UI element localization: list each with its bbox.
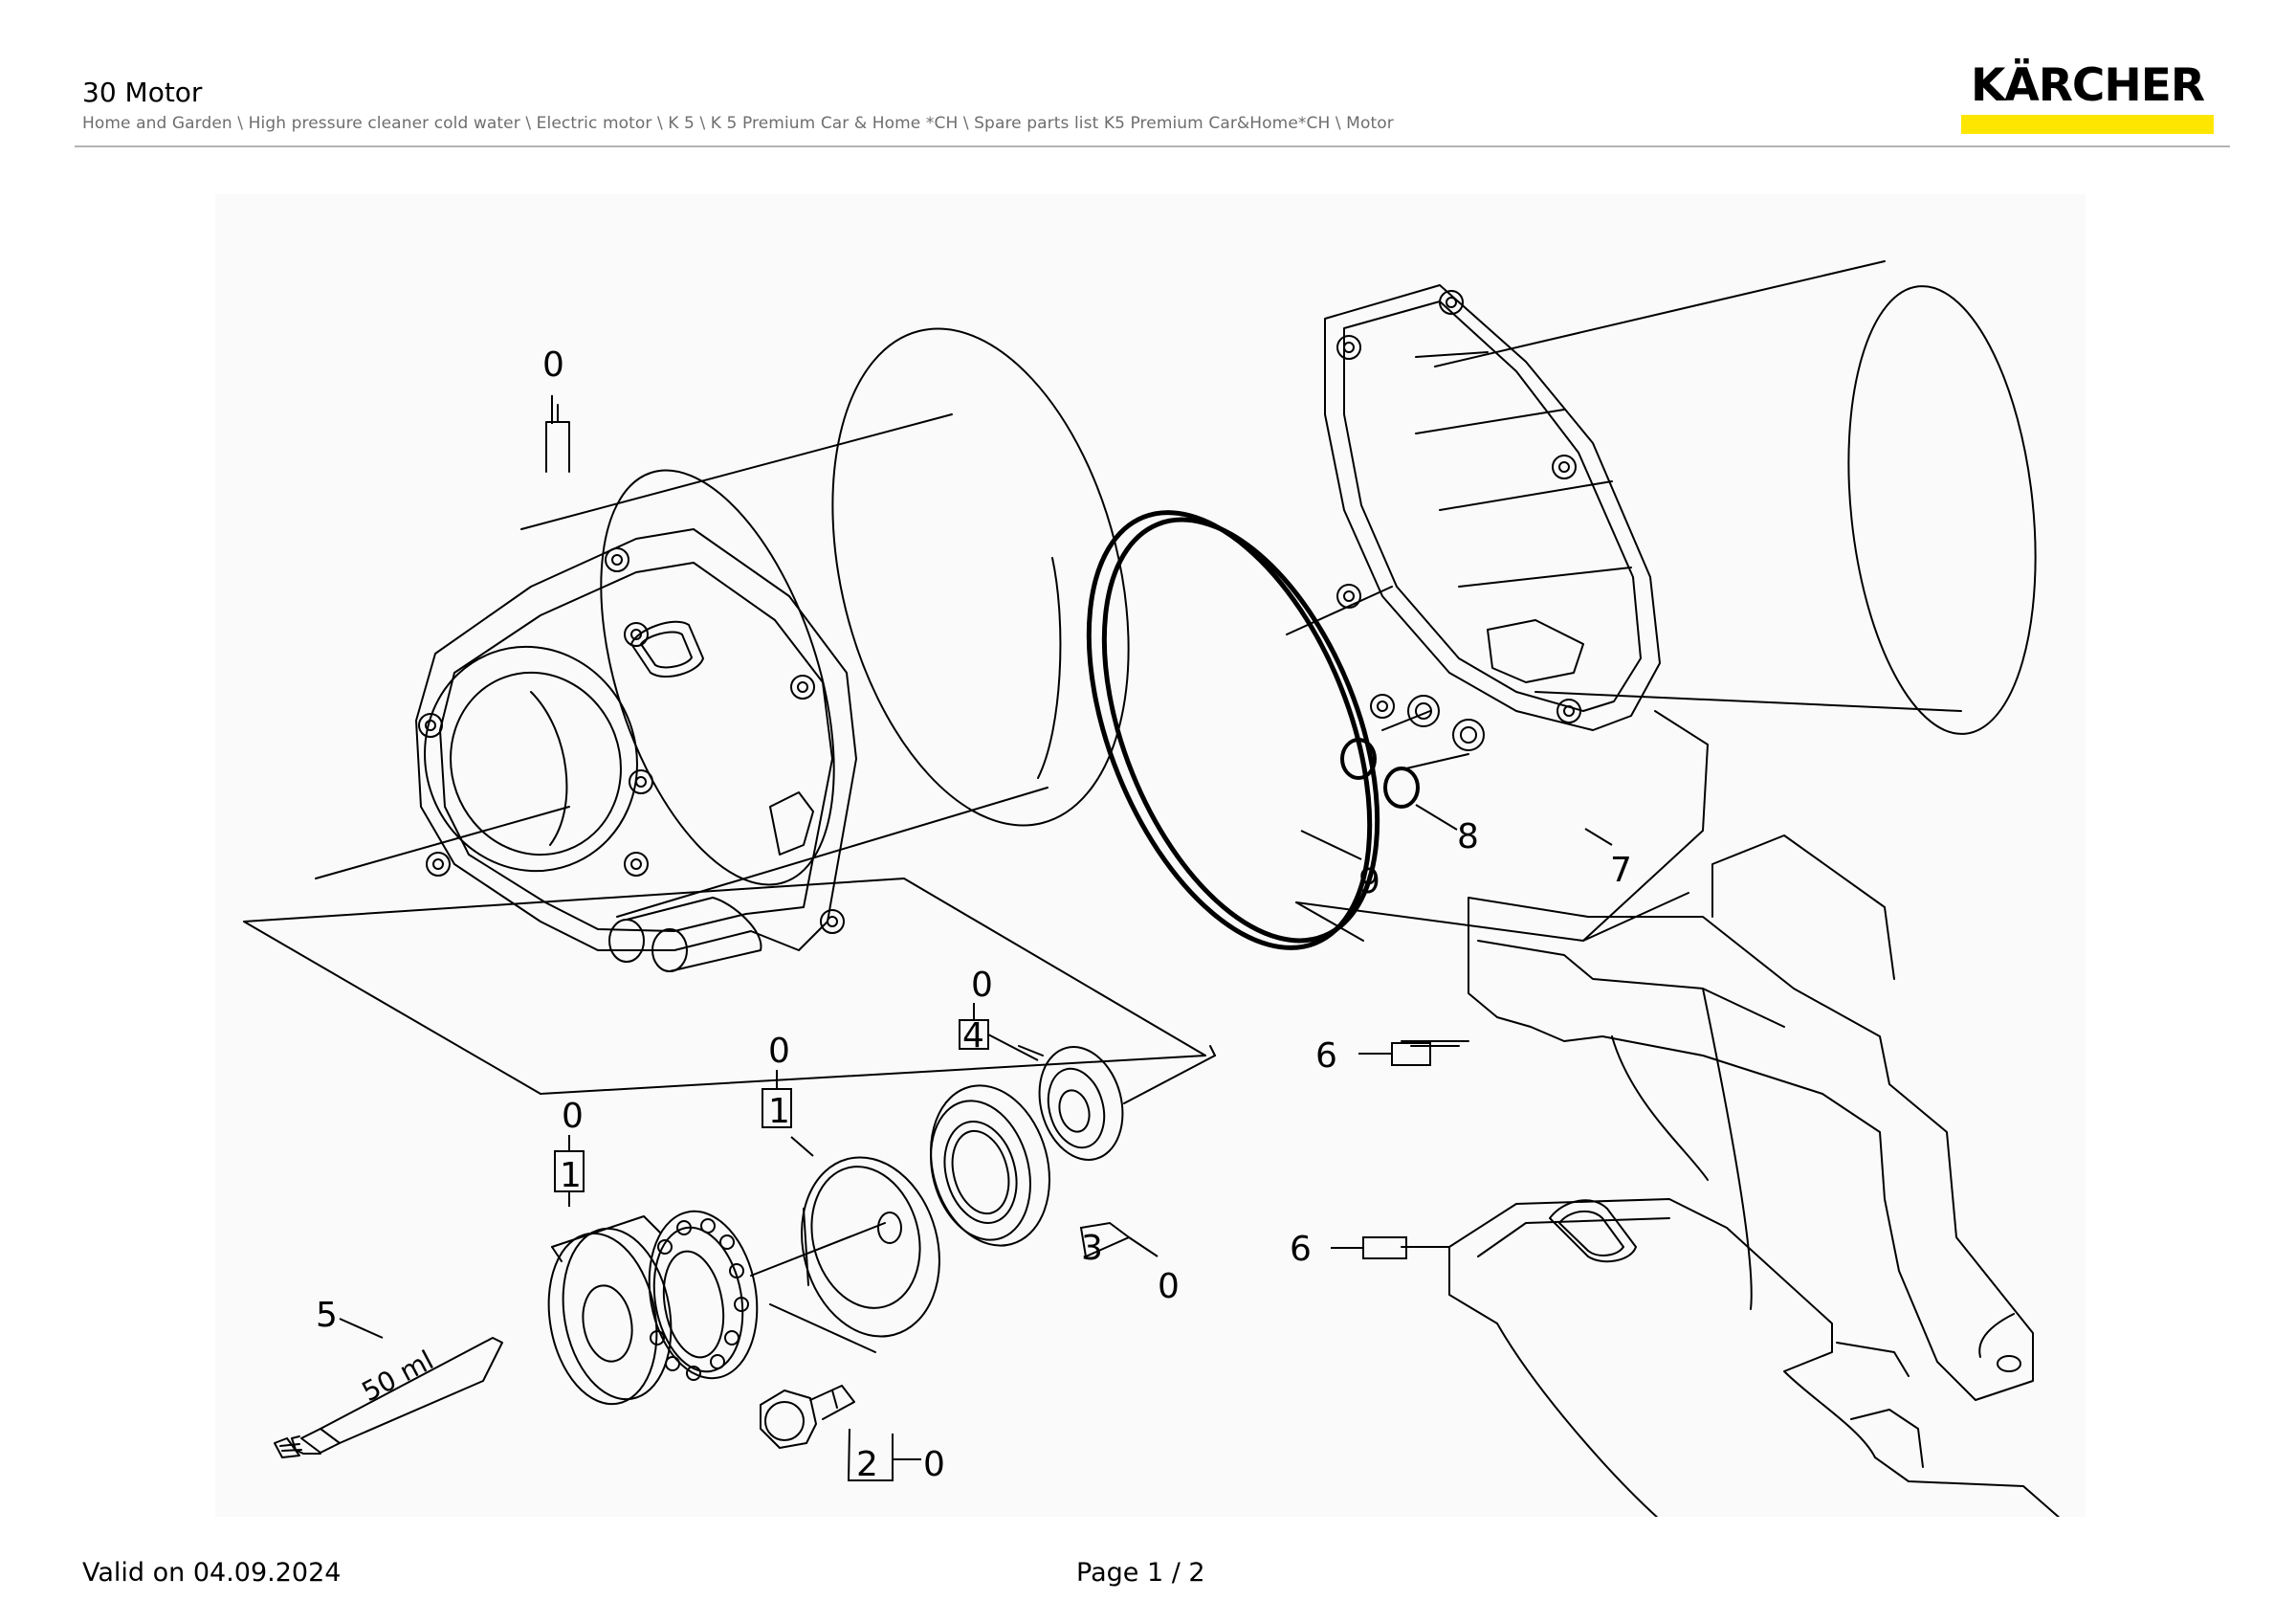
seal-ring <box>1086 510 1380 950</box>
motor-housing <box>315 327 1130 972</box>
exploded-parts-diagram: 50 ml <box>215 194 2086 1517</box>
callout-flange-left-index: 0 <box>562 1097 584 1136</box>
callout-seal-9: 9 <box>1358 862 1380 901</box>
callout-bearing-4-index: 0 <box>971 966 993 1005</box>
callout-bearing-3-index: 0 <box>1158 1267 1180 1306</box>
logo-text: KÄRCHER <box>1970 59 2205 112</box>
callout-oring-8: 8 <box>1457 817 1479 856</box>
callout-bearing-4: 4 <box>962 1016 984 1056</box>
o-ring-lower <box>1383 767 1420 809</box>
bearing-4 <box>1018 1045 1216 1161</box>
bearing-3 <box>930 1084 1050 1247</box>
breadcrumb: Home and Garden \ High pressure cleaner … <box>82 114 1394 133</box>
karcher-logo: KÄRCHER <box>1961 61 2214 136</box>
callout-screw-2-index: 0 <box>923 1445 945 1484</box>
assembly-frame-right <box>1295 710 1709 942</box>
header-divider <box>75 145 2230 147</box>
callout-motor-index: 0 <box>542 345 564 385</box>
callout-flange-left: 1 <box>560 1156 582 1195</box>
footer-page-number: Page 1 / 2 <box>1076 1558 1205 1588</box>
screw <box>760 1385 855 1449</box>
bearing-flange-right <box>750 1156 940 1353</box>
o-ring-upper <box>1340 738 1377 780</box>
callout-flange-right-index: 0 <box>768 1032 790 1071</box>
callout-assembly-7: 7 <box>1610 851 1632 890</box>
page-title: 30 Motor <box>82 77 203 108</box>
logo-yellow-bar <box>1961 115 2214 134</box>
callout-screw-2: 2 <box>856 1445 878 1484</box>
callout-cover-6-upper: 6 <box>1315 1036 1337 1076</box>
bearing-flange-left <box>547 1227 673 1406</box>
callout-flange-right: 1 <box>768 1092 790 1131</box>
callout-cover-6-lower: 6 <box>1290 1230 1312 1269</box>
callout-bearing-3: 3 <box>1081 1229 1103 1268</box>
roller-bearing <box>648 1210 759 1381</box>
assembly-frame-left <box>243 878 1206 1095</box>
motor-housing-right <box>1286 260 2037 769</box>
cover-lower <box>1401 1198 2061 1517</box>
cover-upper <box>1401 834 2034 1401</box>
footer-valid-date: Valid on 04.09.2024 <box>82 1558 342 1588</box>
callout-grease-5: 5 <box>316 1296 338 1335</box>
